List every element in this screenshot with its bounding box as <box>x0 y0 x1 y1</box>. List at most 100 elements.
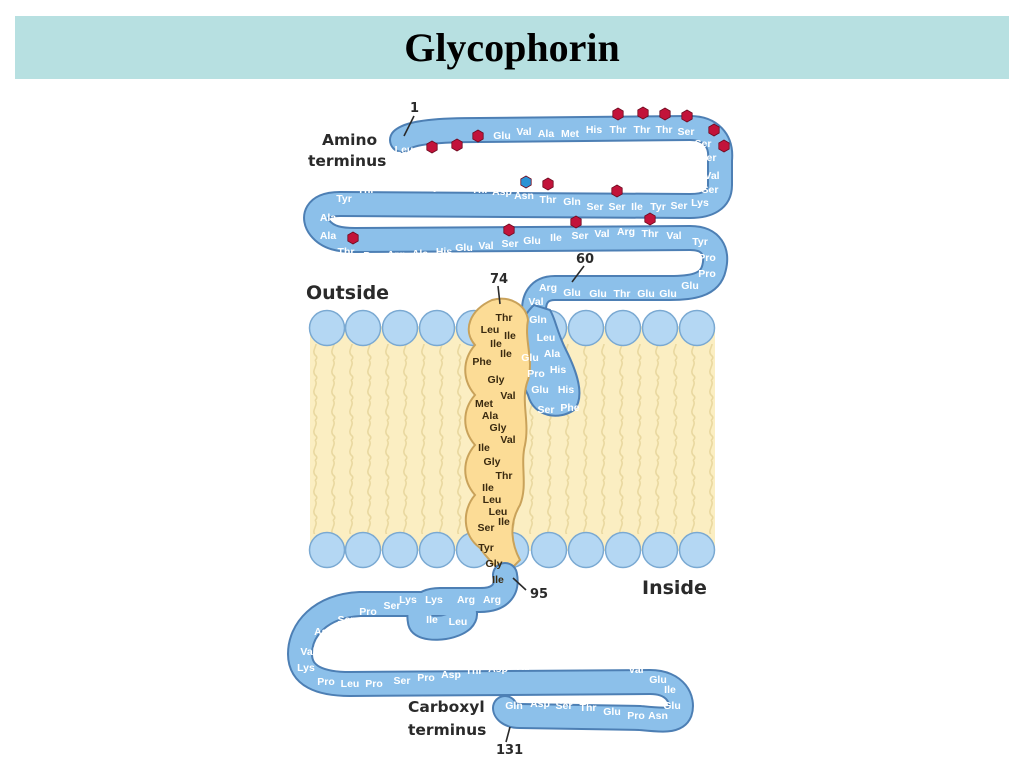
o-linked-glycan-marker <box>347 231 359 245</box>
polypeptide-chain <box>287 115 734 733</box>
transmembrane-helix <box>464 297 531 577</box>
inside-label: Inside <box>642 577 707 599</box>
residue-leu: Leu <box>341 678 360 690</box>
residue-val: Val <box>594 228 609 240</box>
residue-val: Val <box>478 240 493 252</box>
leader-line-60 <box>571 265 585 283</box>
residue-asn: Asn <box>648 710 668 722</box>
residue-glu: Glu <box>455 242 473 254</box>
residue-thr: Thr <box>656 124 673 136</box>
outer-lipid-head <box>567 309 605 347</box>
residue-ser: Ser <box>394 675 411 687</box>
page-title: Glycophorin <box>404 25 620 70</box>
residue-glu: Glu <box>589 288 607 300</box>
residue-leu: Leu <box>537 332 556 344</box>
residue-ile: Ile <box>426 614 438 626</box>
residue-met: Met <box>475 398 494 410</box>
residue-his: His <box>436 246 453 258</box>
outer-lipid-head <box>604 309 642 347</box>
chain-tube-cytoplasmic-fill <box>289 564 692 731</box>
residue-number-74: 74 <box>490 272 508 287</box>
residue-leu: Leu <box>481 324 500 336</box>
residue-ser: Ser <box>695 138 712 150</box>
residue-number-1: 1 <box>410 101 419 116</box>
residue-glu: Glu <box>493 130 511 142</box>
residue-ala: Ala <box>538 128 555 140</box>
inner-lipid-head <box>678 531 716 569</box>
residue-ile: Ile <box>631 201 643 213</box>
residue-arg: Arg <box>405 180 423 192</box>
carboxyl-terminus-label-line2: terminus <box>408 721 486 739</box>
residue-thr: Thr <box>448 154 465 166</box>
residue-ser: Ser <box>538 404 555 416</box>
residue-ile: Ile <box>664 684 676 696</box>
residue-thr: Thr <box>474 146 491 158</box>
residue-pro: Pro <box>359 606 377 618</box>
outer-lipid-head <box>418 309 456 347</box>
o-linked-glycan-marker <box>681 109 693 123</box>
residue-pro: Pro <box>317 676 335 688</box>
residue-ser: Ser <box>702 184 719 196</box>
residue-glu: Glu <box>563 287 581 299</box>
residue-gln: Gln <box>505 700 523 712</box>
residue-lys: Lys <box>399 594 417 606</box>
outer-lipid-head <box>381 309 419 347</box>
residue-ser: Ser <box>700 152 717 164</box>
residue-ser: Ser <box>502 238 519 250</box>
residue-ala: Ala <box>544 348 561 360</box>
residue-val: Val <box>516 126 531 138</box>
residue-val: Val <box>666 230 681 242</box>
leader-line-1 <box>403 115 415 137</box>
residue-ile: Ile <box>492 574 504 586</box>
residue-asp: Asp <box>488 663 508 675</box>
inner-lipid-head <box>641 531 679 569</box>
o-linked-glycan-marker <box>472 129 484 143</box>
n-linked-glycan-marker <box>520 175 532 189</box>
residue-thr: Thr <box>338 246 355 258</box>
outer-lipid-head <box>344 309 382 347</box>
residue-tyr: Tyr <box>336 193 352 205</box>
residue-asp: Asp <box>441 669 461 681</box>
outer-lipid-head <box>641 309 679 347</box>
residue-lys: Lys <box>425 594 443 606</box>
residue-arg: Arg <box>539 282 557 294</box>
title-banner: Glycophorin <box>15 16 1009 79</box>
residue-gln: Gln <box>563 196 581 208</box>
residue-number-131: 131 <box>496 743 523 758</box>
amino-terminus-label-line2: terminus <box>308 152 386 170</box>
o-linked-glycan-marker <box>644 212 656 226</box>
residue-arg: Arg <box>387 249 405 261</box>
residue-val: Val <box>514 661 529 673</box>
leader-lines <box>403 115 585 743</box>
residue-ser: Ser <box>338 614 355 626</box>
residue-arg: Arg <box>483 594 501 606</box>
inner-lipid-head <box>530 531 568 569</box>
residue-pro: Pro <box>627 710 645 722</box>
amino-terminus-label-line1: Amino <box>322 131 377 149</box>
residue-pro: Pro <box>365 678 383 690</box>
residue-thr: Thr <box>466 665 483 677</box>
residue-ser: Ser <box>671 200 688 212</box>
leader-line-95 <box>512 577 527 591</box>
residue-gln: Gln <box>529 314 547 326</box>
residue-ile: Ile <box>498 516 510 528</box>
residue-thr: Thr <box>472 184 489 196</box>
residue-thr: Thr <box>580 702 597 714</box>
residue-ser: Ser <box>384 600 401 612</box>
residue-leu: Leu <box>483 494 502 506</box>
residue-ile: Ile <box>504 330 516 342</box>
residue-ile: Ile <box>500 348 512 360</box>
residue-leu: Leu <box>561 659 580 671</box>
residue-ala: Ala <box>320 230 337 242</box>
residue-pro: Pro <box>698 268 716 280</box>
residue-thr: Thr <box>634 124 651 136</box>
leader-line-131 <box>505 726 511 743</box>
residue-ser: Ser <box>478 522 495 534</box>
residue-thr: Thr <box>358 184 375 196</box>
residue-val: Val <box>500 390 515 402</box>
residue-thr: Thr <box>610 124 627 136</box>
residue-tyr: Tyr <box>478 542 494 554</box>
residue-glu: Glu <box>659 288 677 300</box>
residue-val: Val <box>300 646 315 658</box>
